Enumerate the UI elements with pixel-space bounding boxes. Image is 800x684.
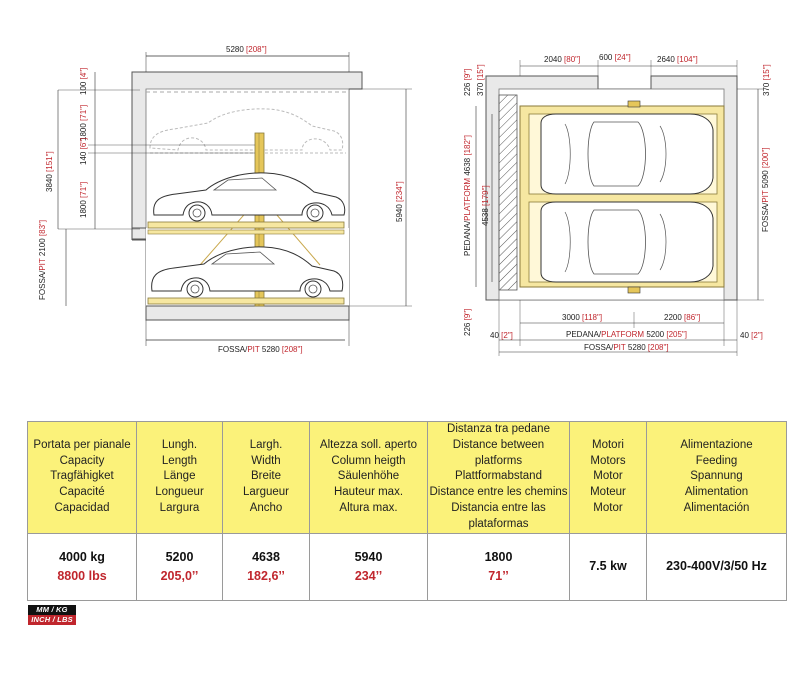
upper-platform xyxy=(147,221,345,229)
plan-pit-height: FOSSA/PIT 5090 [200"] xyxy=(761,147,770,232)
side-pit-width: FOSSA/PIT 5280 [208"] xyxy=(218,345,303,354)
ghost-car xyxy=(149,108,344,151)
side-overall-height: 5940 [234"] xyxy=(395,181,404,222)
side-clearance-mid: 1800 [71"] xyxy=(79,182,88,218)
side-clearance-top: 1800 [71"] xyxy=(79,105,88,141)
plan-car-top xyxy=(540,113,714,195)
unit-legend: MM / KG INCH / LBS xyxy=(28,605,76,625)
legend-metric: MM / KG xyxy=(28,605,76,615)
side-width-top: 5280 [208"] xyxy=(226,45,267,54)
plan-view: 2040 [80"] 600 [24"] 2640 [104"] 370 [15… xyxy=(463,53,771,356)
lower-platform xyxy=(147,297,345,305)
plan-edge-left: 40 [2"] xyxy=(490,331,513,340)
plan-dim-bottom-right: 2200 [86"] xyxy=(664,313,700,322)
plan-dim-226-top: 226 [9"] xyxy=(463,69,472,96)
plan-car-bottom xyxy=(540,201,714,283)
upper-car xyxy=(153,172,346,216)
side-roof-gap: 100 [4"] xyxy=(79,68,88,95)
value-motors: 7.5 kw xyxy=(569,532,647,601)
plan-dim-226-bottom: 226 [9"] xyxy=(463,309,472,336)
plan-dim-top-left: 370 [15"] xyxy=(476,64,485,96)
plan-platform-height: PEDANA/PLATFORM 4638 [182"] xyxy=(463,135,472,256)
plan-dim-left: 2040 [80"] xyxy=(544,55,580,64)
plan-platform-width: PEDANA/PLATFORM 5200 [205"] xyxy=(566,330,687,339)
plan-inner-height: 4538 [179"] xyxy=(481,185,490,226)
plan-dim-center: 600 [24"] xyxy=(599,53,631,62)
lower-car xyxy=(151,246,344,292)
side-total-height: 3840 [151"] xyxy=(45,151,54,192)
legend-imperial: INCH / LBS xyxy=(28,615,76,625)
value-feeding: 230-400V/3/50 Hz xyxy=(646,532,787,601)
plan-dim-top-right: 370 [15"] xyxy=(762,64,771,96)
technical-drawing: 5280 [208"] FOSSA/PIT 5280 [208"] 100 [4… xyxy=(38,45,771,356)
hatched-wall xyxy=(498,94,518,291)
plan-dim-bottom-left: 3000 [118"] xyxy=(562,313,602,322)
lift-column xyxy=(254,132,265,307)
plan-pit-width: FOSSA/PIT 5280 [208"] xyxy=(584,343,669,352)
plan-edge-right: 40 [2"] xyxy=(740,331,763,340)
side-pit-depth: FOSSA/PIT 2100 [83"] xyxy=(38,220,47,300)
plan-dim-right: 2640 [104"] xyxy=(657,55,698,64)
side-platform-thick: 140 [6"] xyxy=(79,138,88,165)
side-view: 5280 [208"] FOSSA/PIT 5280 [208"] 100 [4… xyxy=(38,45,412,354)
